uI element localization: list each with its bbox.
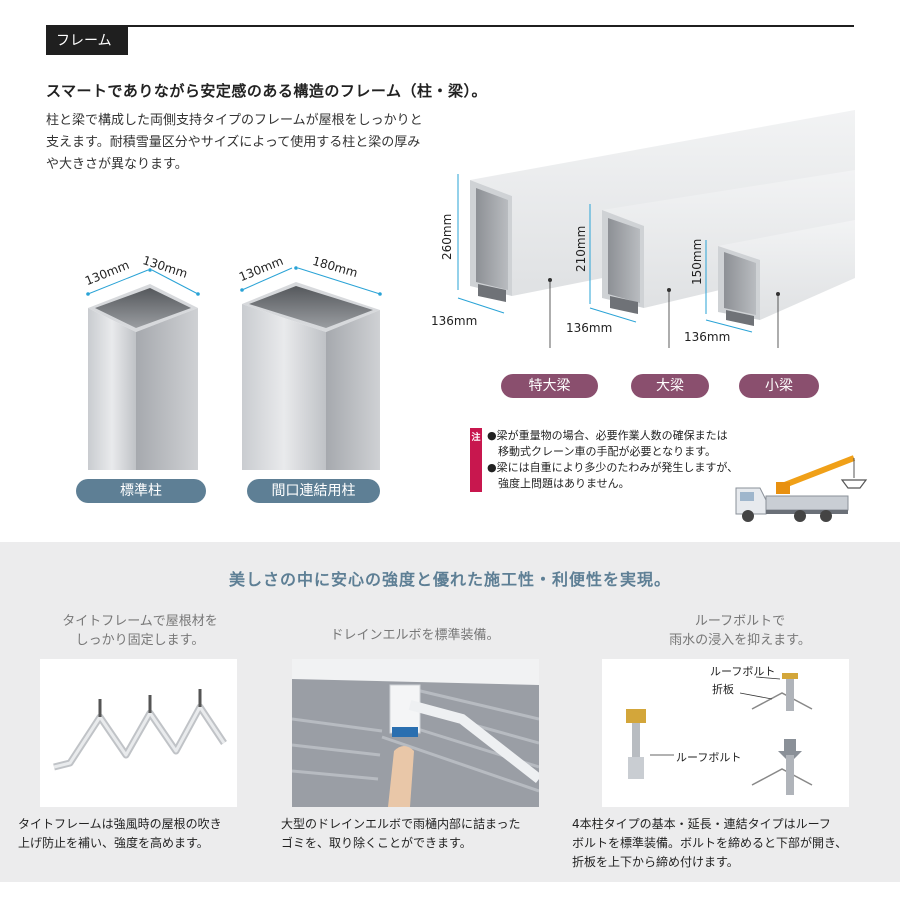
desc-line: 折板を上下から締め付けます。 (572, 855, 739, 869)
beam-small-height: 150mm (690, 238, 704, 285)
caption-line: タイトフレームで屋根材を (62, 614, 218, 629)
note-line: 強度上問題はありません。 (487, 477, 630, 490)
tight-frame-illustration (53, 689, 227, 771)
feature-3-caption: ルーフボルトで 雨水の浸入を抑えます。 (622, 612, 858, 650)
roof-bolt-top-label: ルーフボルト (710, 665, 776, 678)
header-rule (46, 25, 854, 27)
beam-large-label: 大梁 (631, 374, 709, 398)
caption-line: しっかり固定します。 (75, 633, 205, 648)
feature-1-desc: タイトフレームは強風時の屋根の吹き 上げ防止を補い、強度を高めます。 (18, 815, 280, 853)
desc-line: 4本柱タイプの基本・延長・連結タイプはルーフ (572, 817, 831, 831)
intro-line: 柱と梁で構成した両側支持タイプのフレームが屋根をしっかりと (46, 113, 423, 128)
note-mark: 注 (471, 433, 481, 443)
beam-large (589, 170, 855, 323)
desc-line: 上げ防止を補い、強度を高めます。 (18, 836, 209, 850)
desc-line: ゴミを、取り除くことができます。 (281, 836, 472, 850)
standard-column (86, 268, 200, 470)
feature-1-image (40, 659, 237, 807)
roof-bolt-illustration (626, 673, 813, 795)
intro-line: 支えます。耐積雪量区分やサイズによって使用する柱と梁の厚み (46, 135, 421, 150)
caption-line: ドレインエルボを標準装備。 (330, 628, 500, 643)
intro-line: や大きさが異なります。 (46, 157, 188, 172)
beam-extra-large-label: 特大梁 (501, 374, 598, 398)
feature-2-caption: ドレインエルボを標準装備。 (292, 626, 538, 645)
note-line: ●梁が重量物の場合、必要作業人数の確保または (487, 429, 728, 442)
standard-column-label: 標準柱 (76, 479, 206, 503)
desc-line: ボルトを標準装備。ボルトを締めると下部が開き、 (572, 836, 848, 850)
note-text: ●梁が重量物の場合、必要作業人数の確保または 移動式クレーン車の手配が必要となり… (487, 428, 787, 492)
beam-extra-large-width: 136mm (431, 314, 478, 328)
folded-plate-label: 折板 (712, 683, 734, 696)
beam-large-width: 136mm (566, 321, 613, 335)
beam-large-height: 210mm (574, 225, 588, 272)
desc-line: タイトフレームは強風時の屋根の吹き (18, 817, 222, 831)
linked-column (240, 266, 382, 470)
linked-column-label: 間口連結用柱 (247, 479, 380, 503)
note-line: 移動式クレーン車の手配が必要となります。 (487, 445, 717, 458)
note-marker-bar (470, 428, 482, 492)
crane-truck-icon (735, 455, 868, 522)
drain-elbow-illustration (292, 659, 539, 807)
roof-bolt-left-label: ルーフボルト (676, 751, 742, 764)
intro-text: 柱と梁で構成した両側支持タイプのフレームが屋根をしっかりと 支えます。耐積雪量区… (46, 110, 486, 176)
feature-1-caption: タイトフレームで屋根材を しっかり固定します。 (40, 612, 240, 650)
feature-3-desc: 4本柱タイプの基本・延長・連結タイプはルーフ ボルトを標準装備。ボルトを締めると… (572, 815, 887, 872)
columns-illustration (86, 266, 382, 470)
beam-extra-large-height: 260mm (440, 213, 454, 260)
caption-line: 雨水の浸入を抑えます。 (669, 633, 811, 648)
feature-2-image (292, 659, 539, 807)
beam-small-label: 小梁 (739, 374, 819, 398)
caption-line: ルーフボルトで (694, 614, 786, 629)
headline: スマートでありながら安定感のある構造のフレーム（柱・梁）。 (46, 82, 487, 100)
feature-2-desc: 大型のドレインエルボで雨樋内部に詰まった ゴミを、取り除くことができます。 (281, 815, 561, 853)
feature-3-image: ルーフボルト 折板 ルーフボルト (602, 659, 849, 807)
beams-illustration (457, 110, 855, 348)
beam-small (705, 220, 855, 333)
features-title: 美しさの中に安心の強度と優れた施工性・利便性を実現。 (228, 570, 671, 589)
section-tag: フレーム (46, 27, 128, 55)
desc-line: 大型のドレインエルボで雨樋内部に詰まった (281, 817, 521, 831)
note-line: ●梁には自重により多少のたわみが発生しますが、 (487, 461, 739, 474)
beam-small-width: 136mm (684, 330, 731, 344)
